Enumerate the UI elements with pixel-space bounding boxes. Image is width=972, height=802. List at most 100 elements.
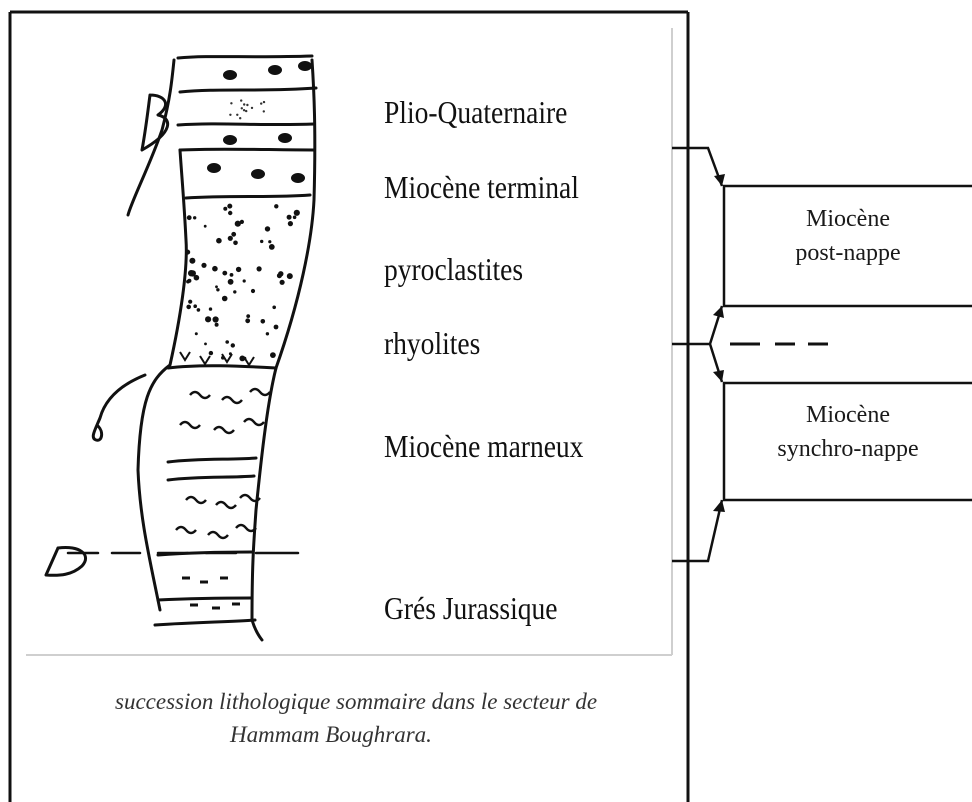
pyroclastite-dot <box>228 279 234 285</box>
pyroclastite-dot <box>225 340 229 344</box>
period-label-synchro-nappe: Miocène synchro-nappe <box>724 398 972 466</box>
bed-boundary-6 <box>168 458 256 462</box>
sand-dot <box>243 109 245 111</box>
conglomerate-blob <box>268 65 282 75</box>
sand-dot <box>240 99 242 101</box>
figure-caption-line1: succession lithologique sommaire dans le… <box>115 689 597 715</box>
pyroclastite-dot <box>215 323 219 327</box>
lithologic-column <box>46 56 316 640</box>
unit-label-gres-jurassique: Grés Jurassique <box>384 590 557 627</box>
connector-top <box>672 148 722 186</box>
marl-tilde <box>214 427 234 433</box>
pyroclastite-dot <box>213 316 219 322</box>
column-textures <box>176 61 312 608</box>
pyroclastite-dot <box>274 325 279 330</box>
bed-boundary-9 <box>158 598 252 600</box>
pyroclastite-dot <box>246 314 250 318</box>
pyroclastite-dot <box>194 275 200 281</box>
pyroclastite-dot <box>265 226 270 231</box>
rhyolite-vmark <box>200 356 210 364</box>
pyroclastite-dot <box>231 232 236 237</box>
arrowhead-bottom <box>713 500 725 512</box>
period-label-post-nappe: Miocène post-nappe <box>724 202 972 270</box>
pyroclastite-dot <box>188 270 194 276</box>
marl-tilde <box>180 422 200 428</box>
curl-mark <box>93 375 145 440</box>
pyroclastite-dot <box>231 343 235 347</box>
pyroclastite-dot <box>223 207 227 211</box>
pyroclastite-dot <box>201 263 206 268</box>
sand-dot <box>229 114 231 116</box>
pyroclastite-dot <box>193 304 197 308</box>
pyroclastite-dot <box>278 271 283 276</box>
period-synchro-nappe-line1: Miocène <box>724 398 972 432</box>
unit-label-miocene-marneux: Miocène marneux <box>384 428 583 465</box>
conglomerate-blob <box>223 70 237 80</box>
sand-dot <box>263 101 265 103</box>
period-synchro-nappe-line2: synchro-nappe <box>724 432 972 466</box>
sand-dot <box>246 104 248 106</box>
unit-label-rhyolites: rhyolites <box>384 325 480 362</box>
pyroclastite-dot <box>209 307 212 310</box>
pyroclastite-dot <box>274 204 278 208</box>
pyroclastite-dot <box>188 300 192 304</box>
period-post-nappe-line2: post-nappe <box>724 236 972 270</box>
figure-caption-line2: Hammam Boughrara. <box>230 722 432 748</box>
pyroclastite-dot <box>233 241 238 246</box>
conglomerate-blob <box>291 173 305 183</box>
pyroclastite-dot <box>197 308 201 312</box>
pyroclastite-dot <box>209 351 213 355</box>
marl-tilde <box>250 389 270 395</box>
period-post-nappe-line1: Miocène <box>724 202 972 236</box>
conglomerate-blob <box>251 169 265 179</box>
pyroclastite-dot <box>227 204 232 209</box>
pyroclastite-dot <box>193 216 196 219</box>
marl-tilde <box>176 527 196 533</box>
mark-d <box>46 547 86 575</box>
marl-tilde <box>208 532 228 538</box>
sand-dot <box>245 110 247 112</box>
arrowhead-top <box>714 174 725 186</box>
pyroclastite-dot <box>186 305 191 310</box>
bed-boundary-1 <box>180 88 316 92</box>
pyroclastite-dot <box>287 215 292 220</box>
pyroclastite-dot <box>189 258 195 264</box>
conglomerate-blob <box>298 61 312 71</box>
rhyolite-vmark <box>244 357 254 365</box>
pyroclastite-dot <box>187 279 191 283</box>
marl-tilde <box>244 419 264 425</box>
sand-dot <box>260 102 262 104</box>
sand-dot <box>239 117 241 119</box>
bed-boundary-bottom <box>155 620 255 625</box>
pyroclastite-dot <box>215 285 218 288</box>
bed-boundary-4 <box>186 195 310 198</box>
pyroclastite-dot <box>204 225 207 228</box>
pyroclastite-dot <box>294 210 300 216</box>
pyroclastite-dot <box>280 280 285 285</box>
pyroclastite-dot <box>216 238 222 244</box>
sand-dot <box>251 107 253 109</box>
conglomerate-blob <box>207 163 221 173</box>
pyroclastite-dot <box>272 306 276 310</box>
pyroclastite-dot <box>222 271 227 276</box>
pyroclastite-dot <box>204 343 207 346</box>
pyroclastite-dot <box>185 250 190 255</box>
marl-tilde <box>236 525 256 531</box>
pyroclastite-dot <box>187 215 192 220</box>
pyroclastite-dot <box>287 273 293 279</box>
pyroclastite-dot <box>251 289 255 293</box>
bed-boundary-2 <box>178 124 314 125</box>
marl-tilde <box>216 502 236 508</box>
bed-boundary-top <box>178 56 312 58</box>
pyroclastite-dot <box>230 273 234 277</box>
sand-dot <box>241 107 243 109</box>
conglomerate-blob <box>278 133 292 143</box>
pyroclastite-dot <box>216 288 219 291</box>
rhyolite-vmark <box>222 354 232 362</box>
pyroclastite-dot <box>228 211 232 215</box>
pyroclastite-dot <box>260 240 263 243</box>
pyroclastite-dot <box>245 318 250 323</box>
sand-dot <box>236 114 238 116</box>
pyroclastite-dot <box>266 332 269 335</box>
